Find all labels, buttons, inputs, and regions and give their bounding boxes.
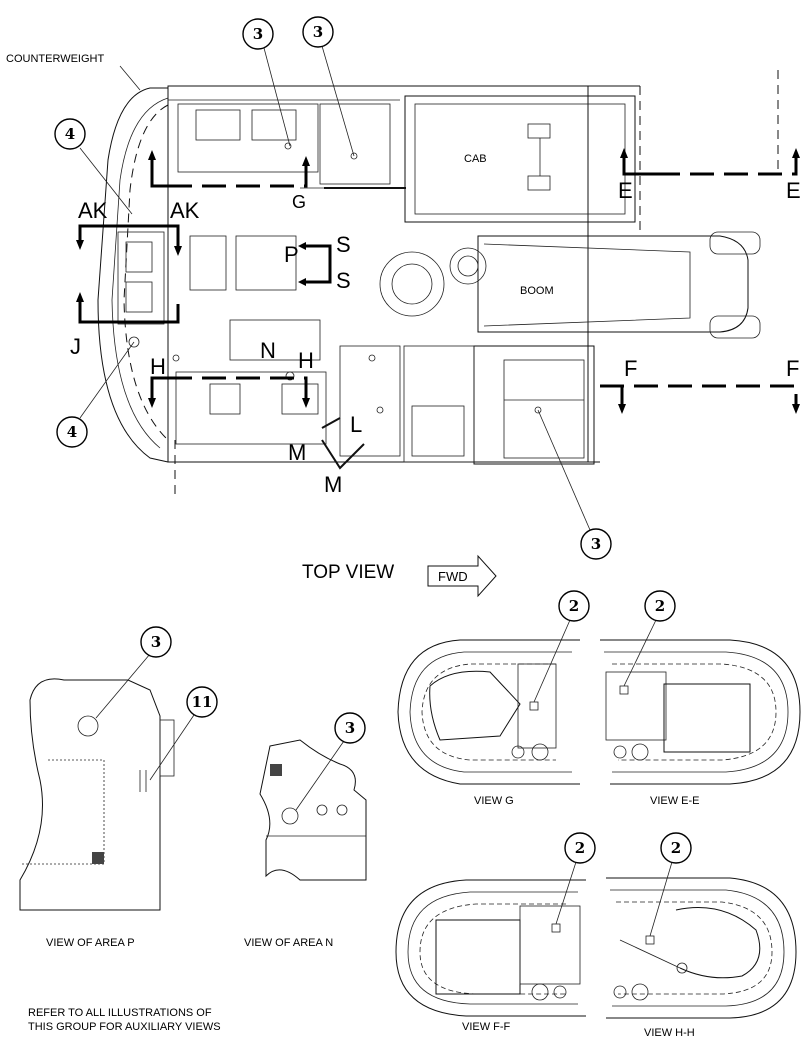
svg-text:3: 3: [313, 23, 323, 41]
section-s-lower-label: S: [336, 268, 351, 293]
svg-text:4: 4: [65, 125, 75, 143]
view-hh: 2 VIEW H-H: [606, 832, 797, 1039]
refer-note: REFER TO ALL ILLUSTRATIONS OF THIS GROUP…: [28, 1007, 221, 1033]
section-h-left-label: H: [150, 354, 166, 379]
view-ff-title: VIEW F-F: [462, 1021, 511, 1033]
top-view-title: TOP VIEW: [302, 562, 394, 583]
view-g-title: VIEW G: [474, 795, 514, 807]
area-p-label: P: [284, 242, 299, 267]
view-ee-title: VIEW E-E: [650, 795, 700, 807]
view-ff: 2 VIEW F-F: [395, 832, 596, 1033]
callout-2-g: [558, 590, 590, 622]
section-cut-lines: [76, 148, 800, 470]
svg-text:4: 4: [67, 423, 77, 441]
view-ee: 2 VIEW E-E: [600, 590, 801, 807]
refer-note-line2: THIS GROUP FOR AUXILIARY VIEWS: [28, 1021, 221, 1033]
callout-2-hh: [660, 832, 692, 864]
section-m-lower-label: M: [324, 472, 342, 497]
section-e-right-label: E: [786, 178, 801, 203]
callout-3-n: [334, 712, 366, 744]
callout-3-a: [242, 18, 274, 50]
svg-text:3: 3: [591, 535, 601, 553]
top-view-callouts: 3 3 4 4 3: [54, 16, 612, 560]
counterweight-label: COUNTERWEIGHT: [6, 53, 104, 65]
section-l-label: L: [350, 412, 362, 437]
top-view-machine: [97, 70, 779, 500]
section-m-upper-label: M: [288, 440, 306, 465]
callout-4-b: [56, 416, 88, 448]
section-f-right-label: F: [786, 356, 799, 381]
section-s-upper-label: S: [336, 232, 351, 257]
callout-3-b: [302, 16, 334, 48]
section-e-left-label: E: [618, 178, 633, 203]
view-area-p: 3 11 VIEW OF AREA P: [19, 626, 218, 949]
svg-text:3: 3: [253, 25, 263, 43]
view-g: 2 VIEW G: [397, 590, 590, 807]
section-ak-left-label: AK: [78, 198, 108, 223]
boom-label: BOOM: [520, 285, 554, 297]
callout-2-ff: [564, 832, 596, 864]
section-g-label: G: [292, 192, 306, 212]
view-area-n-title: VIEW OF AREA N: [244, 937, 333, 949]
section-h-right-label: H: [298, 348, 314, 373]
view-area-p-title: VIEW OF AREA P: [46, 937, 135, 949]
callout-3-p: [140, 626, 172, 658]
svg-text:3: 3: [151, 633, 161, 651]
view-hh-title: VIEW H-H: [644, 1027, 695, 1039]
section-ak-right-label: AK: [170, 198, 200, 223]
fwd-label: FWD: [438, 569, 468, 584]
callout-11: [186, 686, 218, 718]
fwd-arrow-icon: [427, 554, 497, 598]
svg-text:2: 2: [671, 839, 681, 857]
section-f-left-label: F: [624, 356, 637, 381]
view-area-n: 3 VIEW OF AREA N: [244, 712, 367, 949]
callout-3-c: [580, 528, 612, 560]
svg-text:2: 2: [569, 597, 579, 615]
svg-text:2: 2: [575, 839, 585, 857]
refer-note-line1: REFER TO ALL ILLUSTRATIONS OF: [28, 1007, 212, 1019]
area-n-label: N: [260, 338, 276, 363]
top-view-labels: COUNTERWEIGHT CAB BOOM G AK AK J P S S N…: [6, 53, 801, 598]
cab-label: CAB: [464, 153, 487, 165]
svg-text:2: 2: [655, 597, 665, 615]
callout-4-a: [54, 118, 86, 150]
section-j-label: J: [70, 334, 81, 359]
callout-2-ee: [644, 590, 676, 622]
svg-text:11: 11: [192, 693, 213, 711]
svg-text:3: 3: [345, 719, 355, 737]
